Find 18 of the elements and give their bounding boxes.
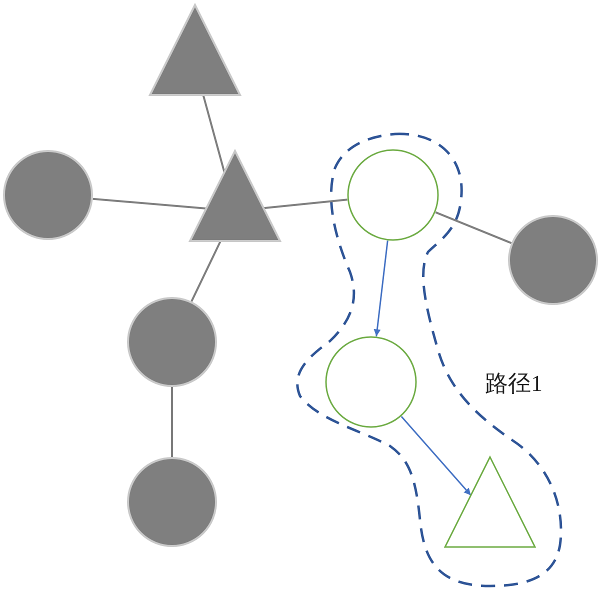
circle-node xyxy=(126,456,218,548)
connector-line xyxy=(190,240,222,302)
connector-line xyxy=(435,211,512,244)
connector-line xyxy=(263,198,348,210)
circle-node xyxy=(324,335,418,429)
connector-line xyxy=(171,387,173,457)
arrow xyxy=(400,416,472,496)
circle-node xyxy=(507,214,599,306)
triangle-node xyxy=(148,3,242,97)
triangle-node xyxy=(188,149,282,243)
connector-line xyxy=(202,94,226,172)
connector-line xyxy=(92,198,206,210)
arrow xyxy=(374,240,388,336)
circle-node xyxy=(126,296,218,388)
triangle-node xyxy=(443,455,537,549)
path-label: 路径1 xyxy=(485,370,542,398)
circle-node xyxy=(346,148,440,242)
circle-node xyxy=(2,149,94,241)
